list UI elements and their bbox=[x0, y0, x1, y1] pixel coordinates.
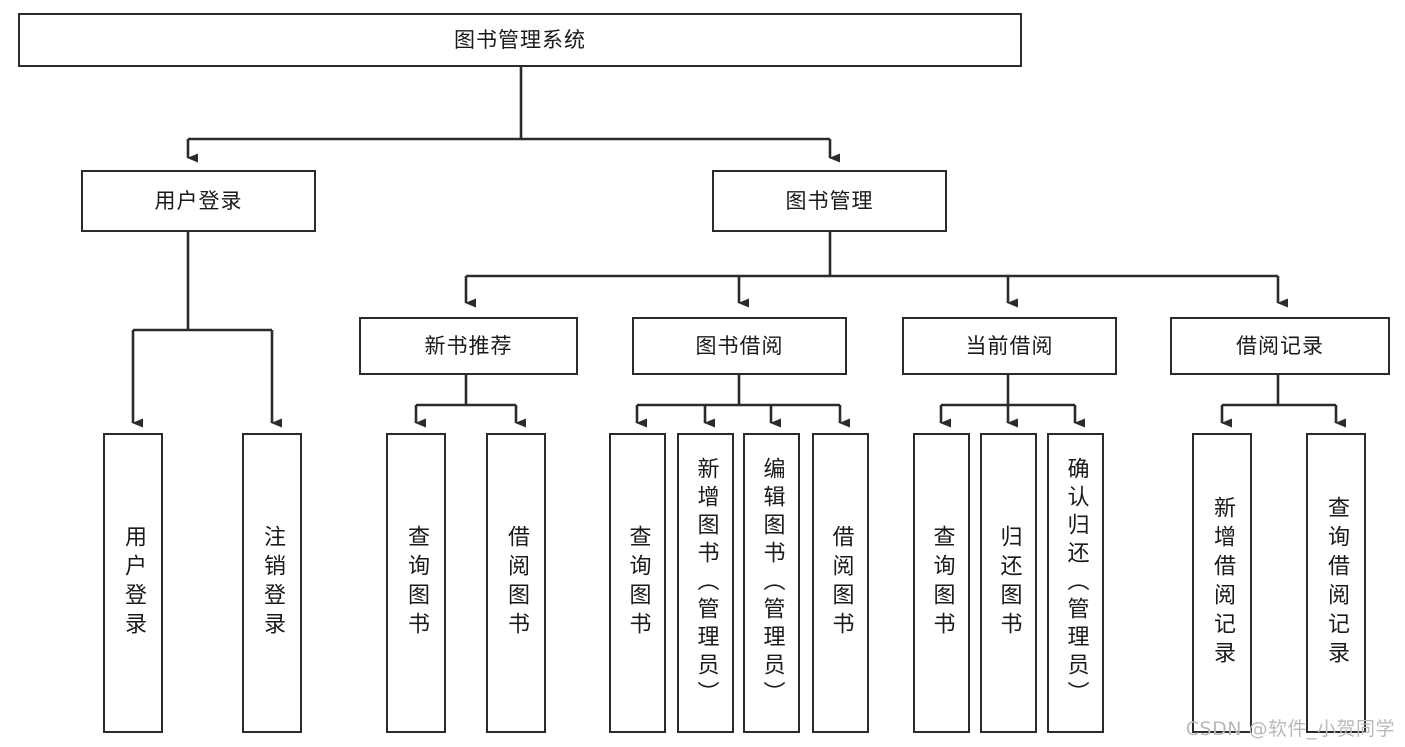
leaf-borrow-add-book[interactable]: 新增图书（管理员） bbox=[677, 433, 734, 733]
leaf-current-confirm-return[interactable]: 确认归还（管理员） bbox=[1047, 433, 1104, 733]
node-root-label: 图书管理系统 bbox=[454, 27, 586, 52]
leaf-borrow-borrow-book[interactable]: 借阅图书 bbox=[812, 433, 869, 733]
node-root[interactable]: 图书管理系统 bbox=[18, 13, 1022, 67]
node-current-borrow-label: 当前借阅 bbox=[965, 333, 1054, 358]
leaf-current-query-book-label: 查询图书 bbox=[929, 525, 955, 641]
leaf-borrow-query-book[interactable]: 查询图书 bbox=[609, 433, 666, 733]
node-book-management[interactable]: 图书管理 bbox=[712, 170, 947, 232]
leaf-user-logout[interactable]: 注销登录 bbox=[242, 433, 302, 733]
node-book-borrow[interactable]: 图书借阅 bbox=[632, 317, 847, 375]
leaf-record-add-label: 新增借阅记录 bbox=[1210, 496, 1235, 670]
leaf-recommend-borrow-book-label: 借阅图书 bbox=[504, 525, 529, 641]
leaf-record-query-label: 查询借阅记录 bbox=[1324, 496, 1349, 670]
leaf-record-query[interactable]: 查询借阅记录 bbox=[1306, 433, 1366, 733]
node-book-management-label: 图书管理 bbox=[785, 188, 874, 213]
leaf-borrow-borrow-book-label: 借阅图书 bbox=[828, 525, 854, 641]
node-new-book-recommend[interactable]: 新书推荐 bbox=[359, 317, 578, 375]
leaf-user-login[interactable]: 用户登录 bbox=[103, 433, 163, 733]
leaf-current-confirm-return-label: 确认归还（管理员） bbox=[1063, 457, 1089, 709]
leaf-current-query-book[interactable]: 查询图书 bbox=[913, 433, 970, 733]
leaf-user-logout-label: 注销登录 bbox=[260, 525, 285, 641]
node-current-borrow[interactable]: 当前借阅 bbox=[902, 317, 1117, 375]
node-borrow-record-label: 借阅记录 bbox=[1236, 333, 1324, 358]
leaf-recommend-borrow-book[interactable]: 借阅图书 bbox=[486, 433, 546, 733]
node-user-login-label: 用户登录 bbox=[154, 188, 243, 213]
node-book-borrow-label: 图书借阅 bbox=[695, 333, 784, 358]
node-new-book-recommend-label: 新书推荐 bbox=[424, 333, 513, 358]
node-borrow-record[interactable]: 借阅记录 bbox=[1170, 317, 1390, 375]
leaf-borrow-edit-book-label: 编辑图书（管理员） bbox=[759, 457, 785, 709]
node-user-login[interactable]: 用户登录 bbox=[81, 170, 316, 232]
leaf-current-return-book[interactable]: 归还图书 bbox=[980, 433, 1037, 733]
leaf-borrow-add-book-label: 新增图书（管理员） bbox=[693, 457, 719, 709]
leaf-record-add[interactable]: 新增借阅记录 bbox=[1192, 433, 1252, 733]
leaf-user-login-label: 用户登录 bbox=[121, 525, 146, 641]
leaf-borrow-edit-book[interactable]: 编辑图书（管理员） bbox=[743, 433, 800, 733]
leaf-borrow-query-book-label: 查询图书 bbox=[625, 525, 651, 641]
leaf-recommend-query-book-label: 查询图书 bbox=[404, 525, 429, 641]
watermark-text: CSDN @软件_小贺同学 bbox=[1185, 718, 1395, 740]
leaf-current-return-book-label: 归还图书 bbox=[996, 525, 1022, 641]
leaf-recommend-query-book[interactable]: 查询图书 bbox=[386, 433, 446, 733]
